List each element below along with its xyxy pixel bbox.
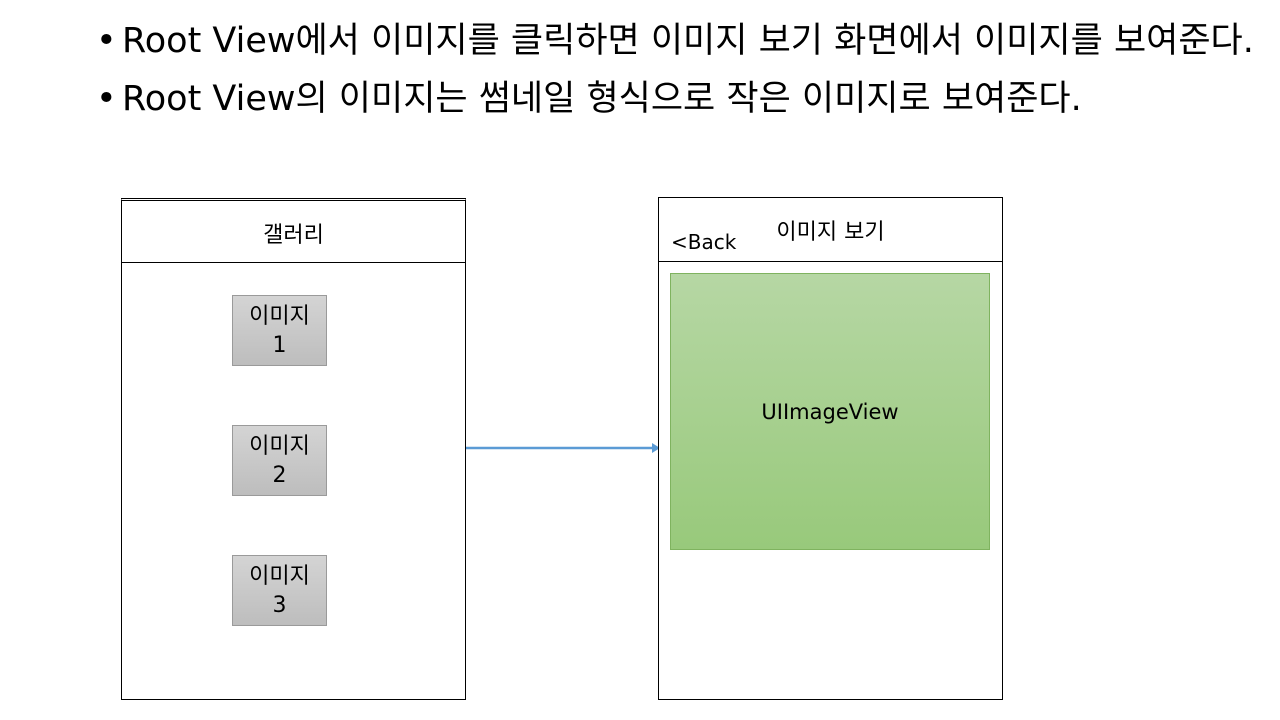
bullet-item: Root View의 이미지는 썸네일 형식으로 작은 이미지로 보여준다.: [96, 76, 1266, 122]
bullet-list: Root View에서 이미지를 클릭하면 이미지 보기 화면에서 이미지를 보…: [96, 18, 1266, 134]
thumbnail-number: 2: [272, 462, 287, 488]
thumbnail-label: 이미지: [249, 303, 310, 329]
back-button[interactable]: <Back: [671, 230, 737, 254]
thumbnail-1[interactable]: 이미지 1: [232, 295, 327, 366]
thumbnail-number: 3: [272, 592, 287, 618]
thumbnail-label: 이미지: [249, 433, 310, 459]
image-viewer-screen: 이미지 보기 <Back UIImageView: [658, 197, 1003, 700]
thumbnail-number: 1: [272, 332, 287, 358]
gallery-title: 갤러리: [263, 223, 324, 248]
viewer-title: 이미지 보기: [776, 220, 885, 245]
gallery-nav-bar: 갤러리: [122, 201, 465, 263]
navigation-arrow: [466, 443, 660, 453]
image-view: UIImageView: [670, 273, 990, 550]
bullet-item: Root View에서 이미지를 클릭하면 이미지 보기 화면에서 이미지를 보…: [96, 18, 1266, 64]
gallery-screen: 갤러리 이미지 1 이미지 2 이미지 3: [121, 198, 466, 700]
viewer-nav-bar: 이미지 보기 <Back: [659, 198, 1002, 262]
thumbnail-3[interactable]: 이미지 3: [232, 555, 327, 626]
thumbnail-2[interactable]: 이미지 2: [232, 425, 327, 496]
thumbnail-label: 이미지: [249, 563, 310, 589]
image-view-label: UIImageView: [761, 399, 899, 424]
